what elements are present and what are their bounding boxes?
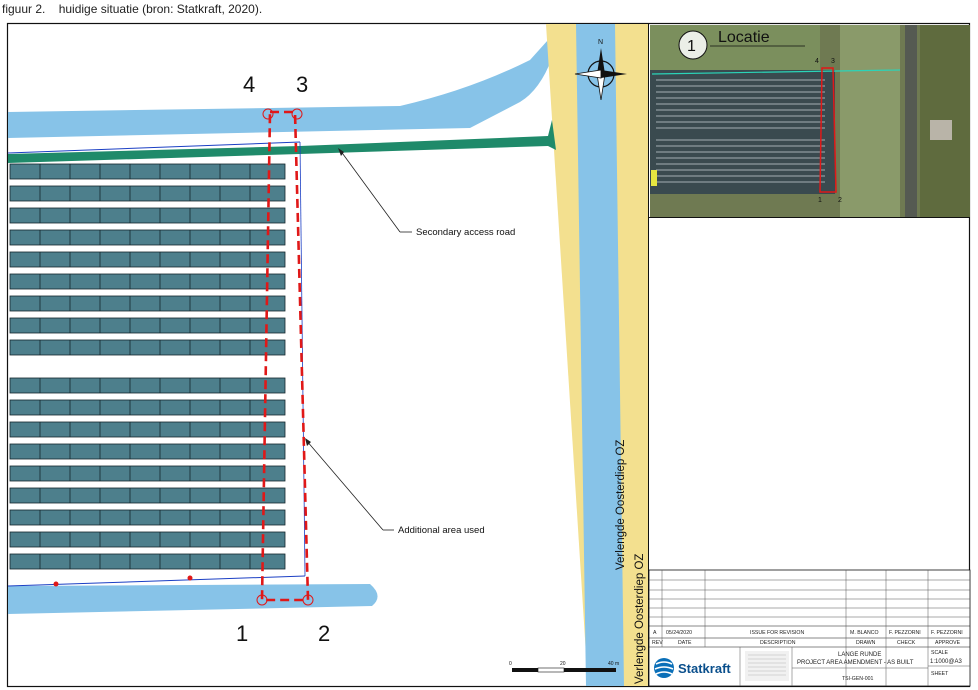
canal-water bbox=[576, 24, 624, 686]
date-value: 05/24/2020 bbox=[666, 630, 692, 636]
scale-zero: 0 bbox=[509, 661, 512, 667]
rev-value: A bbox=[653, 630, 657, 636]
approve-value: F. PEZZORNI bbox=[931, 630, 963, 636]
drawn-value: M. BLANCO bbox=[850, 630, 879, 636]
area-annotation: Additional area used bbox=[398, 525, 485, 536]
water-channel-top bbox=[8, 40, 552, 138]
corner-label-1: 1 bbox=[236, 621, 248, 646]
figure-caption-text: huidige situatie (bron: Statkraft, 2020)… bbox=[58, 2, 263, 16]
approve-header: APPROVE bbox=[935, 640, 961, 646]
marker-point bbox=[53, 581, 59, 587]
corner-label-3: 3 bbox=[296, 72, 308, 97]
water-channel-bottom bbox=[8, 584, 378, 614]
road-leader-arrow bbox=[338, 148, 344, 156]
inset-title: Locatie bbox=[718, 29, 770, 46]
main-map: 4 3 1 2 Secondary access road Additional… bbox=[8, 24, 648, 686]
secondary-access-road bbox=[8, 120, 556, 163]
drawn-header: DRAWN bbox=[856, 640, 876, 646]
north-label: N bbox=[598, 39, 603, 46]
corner-label-4: 4 bbox=[243, 72, 255, 97]
sheet-header: SHEET bbox=[931, 671, 949, 677]
location-inset-map: 1 Locatie 4 3 1 2 bbox=[650, 25, 970, 217]
description-header: DESCRIPTION bbox=[760, 640, 796, 646]
statkraft-logo: Statkraft bbox=[654, 658, 731, 678]
inset-corner-1: 1 bbox=[818, 197, 822, 204]
scale-mid: 20 bbox=[560, 661, 566, 667]
corner-marker-3 bbox=[291, 108, 303, 120]
inset-corner-2: 2 bbox=[838, 197, 842, 204]
corner-marker-2 bbox=[302, 594, 314, 606]
area-leader-arrow bbox=[305, 438, 311, 446]
drawing-title: PROJECT AREA AMENDMENT - AS BUILT bbox=[797, 660, 914, 666]
north-arrow-icon: N bbox=[574, 39, 627, 101]
corner-marker-4 bbox=[262, 108, 274, 120]
project-name: LANGE RUNDE bbox=[838, 652, 881, 658]
check-header: CHECK bbox=[897, 640, 916, 646]
scale-end: 40 m bbox=[608, 661, 619, 667]
copyright-notice bbox=[745, 651, 789, 681]
company-name: Statkraft bbox=[678, 661, 731, 676]
corner-label-2: 2 bbox=[318, 621, 330, 646]
title-block: A 05/24/2020 ISSUE FOR REVISION M. BLANC… bbox=[648, 569, 971, 687]
corner-marker-1 bbox=[256, 594, 268, 606]
road-annotation: Secondary access road bbox=[416, 227, 515, 238]
check-value: F. PEZZORNI bbox=[889, 630, 921, 636]
marker-point bbox=[187, 575, 193, 581]
figure-label: figuur 2. bbox=[2, 2, 46, 16]
inset-corner-3: 3 bbox=[831, 58, 835, 65]
drawing-number: TSI-GEN-001 bbox=[842, 676, 874, 682]
canal-label-lower: Verlengde Oosterdiep OZ bbox=[634, 554, 646, 684]
scale-header: SCALE bbox=[931, 650, 949, 656]
area-leader-line bbox=[305, 439, 384, 531]
fence-line-top bbox=[8, 141, 301, 154]
scale-bar: 0 20 40 m bbox=[509, 661, 619, 673]
description-value: ISSUE FOR REVISION bbox=[750, 630, 804, 636]
inset-panel-rows bbox=[656, 79, 825, 183]
road-leader-line bbox=[339, 149, 401, 233]
date-header: DATE bbox=[678, 640, 692, 646]
rev-header: REV bbox=[652, 640, 663, 646]
additional-area-outline bbox=[260, 110, 310, 602]
inset-corner-4: 4 bbox=[815, 58, 819, 65]
canal-label-main: Verlengde Oosterdiep OZ bbox=[615, 440, 627, 570]
inset-number: 1 bbox=[687, 38, 696, 55]
figure-caption: figuur 2. huidige situatie (bron: Statkr… bbox=[2, 2, 272, 16]
scale-value: 1:1000@A3 bbox=[930, 659, 962, 665]
